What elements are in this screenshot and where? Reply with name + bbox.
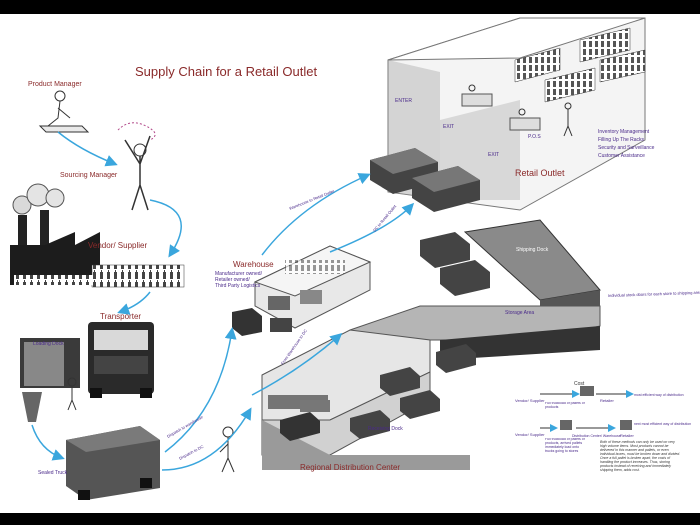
warehouse-label: Warehouse xyxy=(233,260,274,269)
dock-note-text: Individual stock doors for each store to… xyxy=(608,290,700,298)
shipping-dock-label: Shipping Dock xyxy=(516,247,549,253)
cost-note: Both of these methods can only be used o… xyxy=(600,440,681,473)
cost-arrow-note-1-box: Full truckload of pallets of products xyxy=(545,402,585,409)
factory-illustration xyxy=(10,183,185,288)
sealed-truck-label: Sealed Truck xyxy=(38,470,68,476)
dock-note-label: Individual stock doors for each store to… xyxy=(608,290,700,298)
retail-function-2: Filling Up The Racks xyxy=(598,137,645,143)
retail-function-1: Inventory Management xyxy=(598,129,650,135)
vendor-supplier-label: Vendor/ Supplier xyxy=(88,241,147,250)
diagram-title: Supply Chain for a Retail Outlet xyxy=(135,64,317,79)
cost-arrow-note-1: Full truckload of pallets of products xyxy=(545,402,585,409)
retail-function-4: Customer Assistance xyxy=(598,153,645,159)
warehouse-building xyxy=(232,245,372,336)
retail-enter-label: ENTER xyxy=(395,98,412,104)
guard-figure xyxy=(219,426,235,473)
cost-arrow-note-2: Full truckload of pallets of products, a… xyxy=(545,438,585,453)
cost-retailer-label-1: Retailer xyxy=(600,398,614,403)
cost-legend xyxy=(540,386,634,432)
storage-area-label: Storage Area xyxy=(505,310,534,316)
warehouse-type-1: Manufacturer owned/ xyxy=(215,271,263,277)
retail-delivery-trucks xyxy=(370,148,490,296)
retail-function-3: Security and Surveillance xyxy=(598,145,655,151)
product-manager-figure xyxy=(38,90,90,133)
cost-efficient-1: most efficient way of distribution xyxy=(634,393,684,397)
product-manager-label: Product Manager xyxy=(28,81,82,88)
cost-note-box: Both of these methods can only be used o… xyxy=(600,440,681,473)
flow-arrows xyxy=(31,131,415,471)
warehouse-type-2: Retailer owned/ xyxy=(215,277,250,283)
cost-retailer-label-2: Retailer xyxy=(620,433,634,438)
distribution-center-building xyxy=(261,219,601,470)
retail-outlet-building xyxy=(387,17,646,211)
sealed-truck xyxy=(66,426,160,500)
transporter-truck xyxy=(88,322,154,398)
sourcing-manager-figure xyxy=(117,122,156,211)
retail-outlet-label: Retail Outlet xyxy=(515,168,565,178)
cost-arrow-note-2-box: Full truckload of pallets of products, a… xyxy=(545,438,585,453)
retail-exit-label-1: EXIT xyxy=(443,124,454,130)
cost-vendor-label-1: Vendor/ Supplier xyxy=(515,398,545,403)
distribution-center-label: Regional Distribution Center xyxy=(300,463,400,472)
retail-pos-label: P.O.S xyxy=(528,134,541,140)
loading-dock-illustration xyxy=(20,338,80,422)
loading-dock-label: Loading Dock xyxy=(33,341,64,347)
cost-vendor-label-2: Vendor/ Supplier xyxy=(515,432,545,437)
cost-dc-label: Distribution Center/ Warehouse xyxy=(572,434,621,438)
cost-label: Cost xyxy=(574,381,585,387)
warehouse-type-3: Third Party Logistics xyxy=(215,283,261,289)
sourcing-manager-label: Sourcing Manager xyxy=(60,172,118,179)
cost-efficient-2: next most efficient way of distribution xyxy=(634,422,691,426)
transporter-label: Transporter xyxy=(100,312,141,321)
receiving-dock-label: Receiving Dock xyxy=(368,426,403,432)
retail-exit-label-2: EXIT xyxy=(488,152,499,158)
